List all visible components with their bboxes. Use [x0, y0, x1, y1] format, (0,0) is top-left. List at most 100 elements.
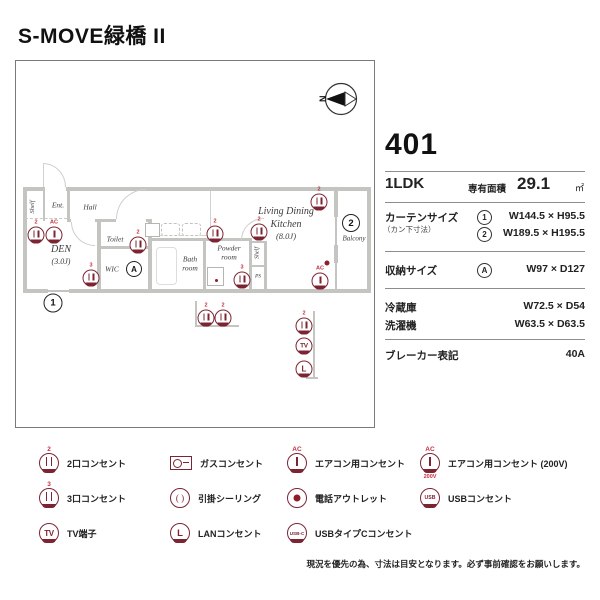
layout-type: 1LDK	[385, 175, 425, 192]
building-title: S-MOVE緑橋 II	[18, 25, 166, 48]
outlet-2port-symbol: 2	[197, 302, 215, 327]
storage-size: W97 × D127	[526, 263, 585, 275]
legend-item-usb: USB USBコンセント	[420, 485, 512, 511]
outlet-count-label: AC	[316, 265, 324, 272]
legend-item-outlet3: 3 3口コンセント	[39, 481, 126, 511]
usb-outlet-icon: USB	[420, 488, 440, 508]
outlet-2port-symbol: 2	[214, 302, 232, 327]
pipe-shaft-box	[145, 223, 160, 237]
room-label-bath: Bath room	[182, 254, 198, 273]
curtain-1-size: W144.5 × H95.5	[508, 210, 585, 222]
outlet-count-label: 2	[136, 229, 140, 236]
floor-plan: N	[15, 60, 375, 428]
legend-item-ac200: AC 200V エアコン用コンセント (200V)	[420, 446, 568, 480]
outlet-2port-symbol: 2	[129, 229, 147, 254]
drain-dot	[215, 279, 218, 282]
outlet-count-label: 2	[221, 302, 225, 309]
shelf-line	[252, 265, 264, 267]
outlet-2port-symbol: 2	[250, 216, 268, 241]
entrance-step-line	[25, 218, 67, 219]
outlet-2port-symbol: 2	[295, 310, 313, 335]
outlet-count-label: 3	[240, 264, 244, 271]
outlet-count-label: 2	[34, 219, 38, 226]
curtain-size-label: カーテンサイズ	[385, 212, 459, 224]
wall	[67, 219, 71, 222]
fridge-label: 冷蔵庫	[385, 302, 417, 314]
ac-outlet-symbol: AC	[45, 219, 63, 244]
outlet-2port-symbol: 2	[27, 219, 45, 244]
kitchen-sink	[161, 223, 180, 236]
fridge-size: W72.5 × D54	[523, 300, 585, 312]
wall	[97, 222, 101, 289]
phone-outlet-symbol	[324, 260, 330, 266]
lan-outlet-icon: L	[170, 523, 190, 543]
wall	[67, 187, 70, 222]
outlet-2port-icon: 2	[39, 446, 59, 473]
tv-terminal-symbol: TV	[295, 337, 313, 355]
window	[335, 217, 337, 245]
shelf-line	[252, 241, 264, 243]
outlet-guide-line	[195, 301, 197, 327]
lan-outlet-symbol: L	[295, 360, 313, 378]
wall	[43, 187, 45, 221]
room-label-balcony: Balcony	[342, 234, 366, 243]
curtain-1-mark: 1	[477, 210, 492, 225]
legend-item-usbc: USB-C USBタイプCコンセント	[287, 520, 413, 546]
outlet-count-label: 2	[257, 216, 261, 223]
outlet-2port-symbol: 2	[310, 187, 328, 211]
bathtub	[156, 247, 177, 285]
breaker-value: 40A	[565, 348, 585, 360]
wall	[148, 219, 152, 289]
ac-outlet-icon: AC	[287, 446, 307, 473]
window	[335, 263, 337, 289]
kitchen-stove	[182, 223, 201, 236]
room-size-den: (3.0J)	[51, 257, 71, 266]
divider	[385, 202, 585, 203]
usb-c-outlet-icon: USB-C	[287, 523, 307, 543]
wall	[249, 238, 252, 289]
wall	[101, 219, 116, 222]
room-label-powder: Powder room	[217, 243, 241, 262]
outlet-guide-line	[195, 325, 239, 327]
divider	[385, 288, 585, 289]
compass-icon: N	[318, 82, 358, 116]
phone-outlet-icon	[287, 488, 307, 508]
outlet-count-label: 2	[302, 310, 306, 317]
storage-size-label: 収納サイズ	[385, 265, 438, 277]
wall	[264, 241, 267, 289]
wall	[152, 238, 252, 241]
kitchen-counter-line	[210, 191, 212, 236]
legend-item-gas: ガスコンセント	[170, 450, 263, 476]
wall	[334, 245, 338, 263]
outlet-count-label: AC	[50, 219, 58, 226]
legend-item-outlet2: 2 2口コンセント	[39, 446, 126, 476]
tv-terminal-icon: TV	[39, 523, 59, 543]
breaker-label: ブレーカー表記	[385, 350, 459, 362]
wall	[334, 187, 338, 217]
room-label-wic: WIC	[105, 264, 119, 274]
outlet-3port-symbol: 3	[233, 264, 251, 289]
area-unit: ㎡	[575, 183, 585, 193]
room-label-hall: Hall	[83, 202, 97, 212]
legend-item-tv: TV TV端子	[39, 520, 97, 546]
washer-label: 洗濯機	[385, 320, 417, 332]
outlet-guide-line	[313, 311, 315, 379]
legend-item-lan: L LANコンセント	[170, 520, 262, 546]
wall	[146, 219, 149, 222]
ceiling-hook-icon: ( )	[170, 488, 190, 508]
curtain-2-size: W189.5 × H195.5	[502, 227, 585, 239]
outlet-count-label: 2	[204, 302, 208, 309]
outlet-3port-icon: 3	[39, 481, 59, 508]
compass-north-label: N	[318, 96, 328, 103]
curtain-2-mark: 2	[477, 227, 492, 242]
room-label-ent: Ent.	[51, 200, 65, 210]
legend-item-ceiling: ( ) 引掛シーリング	[170, 485, 261, 511]
area-value: 29.1	[517, 174, 551, 193]
divider	[385, 339, 585, 340]
curtain-mark-2: 2	[342, 214, 360, 232]
wall	[367, 187, 371, 293]
outlet-3port-symbol: 3	[82, 262, 100, 287]
curtain-size-sublabel: （カン下寸法）	[383, 225, 436, 234]
outlet-count-label: 3	[89, 262, 93, 269]
